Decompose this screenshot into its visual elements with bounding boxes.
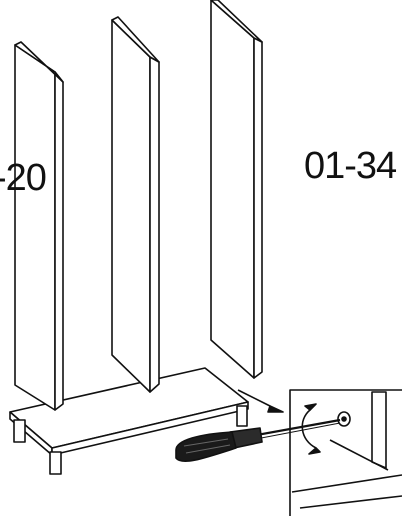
middle-panel — [111, 16, 160, 393]
left-panel — [14, 41, 64, 411]
detail-inset — [289, 389, 402, 516]
base-legs — [13, 405, 248, 475]
right-panel — [210, 0, 263, 379]
part-number-right: 01-34 — [304, 145, 397, 187]
part-number-left: -20 — [0, 157, 46, 199]
arrow-icon — [237, 389, 284, 413]
screwdriver-icon — [175, 418, 341, 462]
base-board — [9, 367, 249, 456]
